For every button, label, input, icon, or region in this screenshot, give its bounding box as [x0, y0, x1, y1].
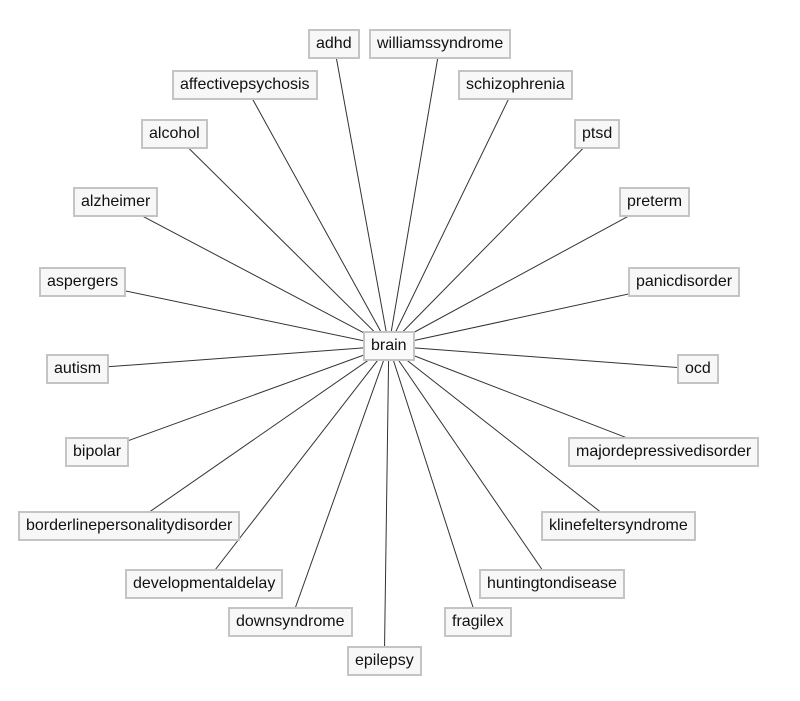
node-brain: brain: [363, 331, 415, 361]
node-bipolar: bipolar: [65, 437, 130, 467]
node-preterm: preterm: [619, 187, 691, 217]
edge-brain-aspergers: [82, 281, 389, 347]
edge-brain-fragilex: [388, 345, 479, 623]
node-borderlinepersonalitydisorder: borderlinepersonalitydisorder: [18, 511, 241, 541]
edge-brain-williamssyndrome: [388, 43, 441, 347]
edge-brain-klinefeltersyndrome: [388, 345, 619, 527]
node-williamssyndrome: williamssyndrome: [369, 29, 512, 59]
edge-brain-bipolar: [96, 345, 389, 453]
edge-brain-alcohol: [174, 133, 390, 347]
edge-brain-ocd: [388, 345, 698, 370]
node-downsyndrome: downsyndrome: [228, 607, 353, 637]
node-fragilex: fragilex: [444, 607, 512, 637]
edge-brain-schizophrenia: [388, 84, 516, 347]
edge-brain-downsyndrome: [289, 345, 390, 623]
node-alcohol: alcohol: [141, 119, 208, 149]
edge-brain-developmentaldelay: [203, 345, 390, 585]
edge-brain-ptsd: [388, 133, 598, 347]
node-ptsd: ptsd: [574, 119, 621, 149]
node-epilepsy: epilepsy: [347, 646, 422, 676]
edge-brain-majordepressivedisorder: [388, 345, 664, 453]
node-ocd: ocd: [677, 354, 719, 384]
edge-brain-epilepsy: [383, 345, 390, 662]
node-adhd: adhd: [308, 29, 360, 59]
edge-brain-huntingtondisease: [388, 345, 553, 585]
node-affectivepsychosis: affectivepsychosis: [172, 70, 318, 100]
node-aspergers: aspergers: [39, 267, 127, 297]
edge-brain-borderlinepersonalitydisorder: [128, 345, 390, 527]
edge-brain-alzheimer: [115, 201, 390, 347]
node-majordepressivedisorder: majordepressivedisorder: [568, 437, 760, 467]
edge-brain-preterm: [388, 201, 655, 347]
edge-brain-affectivepsychosis: [244, 84, 390, 347]
edge-brain-autism: [77, 345, 389, 370]
node-schizophrenia: schizophrenia: [458, 70, 573, 100]
node-panicdisorder: panicdisorder: [628, 267, 741, 297]
node-developmentaldelay: developmentaldelay: [125, 569, 284, 599]
node-alzheimer: alzheimer: [73, 187, 159, 217]
node-autism: autism: [46, 354, 110, 384]
node-klinefeltersyndrome: klinefeltersyndrome: [541, 511, 696, 541]
edge-brain-adhd: [333, 43, 390, 347]
node-huntingtondisease: huntingtondisease: [479, 569, 625, 599]
